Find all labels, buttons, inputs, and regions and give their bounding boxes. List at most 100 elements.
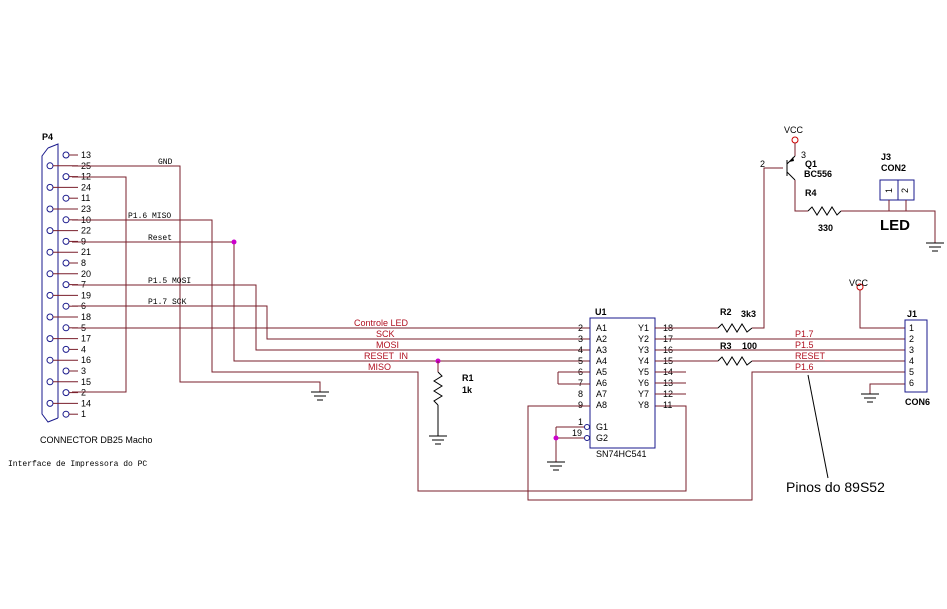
net-miso: MISO	[368, 362, 391, 372]
j1-vcc: VCC	[849, 278, 869, 288]
r3-ref: R3	[720, 341, 732, 351]
net-p16-miso: P1.6 MISO	[128, 212, 171, 221]
net-p15: P1.5	[795, 340, 814, 350]
r4-value: 330	[818, 223, 833, 233]
net-reset-in: RESET_IN	[364, 351, 408, 361]
wire-reset	[72, 241, 590, 362]
u1-a-pin-number: 4	[578, 345, 583, 355]
db25-pin-16	[46, 356, 54, 364]
u1-y-pin-name: Y4	[638, 356, 649, 366]
q1-pin-emitter: 3	[801, 150, 806, 160]
db25-pin-number: 16	[81, 355, 91, 365]
resistor-r1: R1 1k	[429, 361, 474, 445]
db25-pin-6	[62, 302, 70, 310]
db25-pin-number: 15	[81, 377, 91, 387]
db25-pin-24	[46, 183, 54, 191]
db25-pin-number: 17	[81, 334, 91, 344]
db25-pin-number: 4	[81, 344, 86, 354]
u1-a-pin-number: 5	[578, 356, 583, 366]
db25-pin-25	[46, 162, 54, 170]
q1-pin-base: 2	[760, 159, 765, 169]
net-p17: P1.7	[795, 329, 814, 339]
j3-pin-1: 1	[884, 188, 894, 193]
j3-ref: J3	[881, 152, 891, 162]
u1-y-pin-name: Y1	[638, 323, 649, 333]
u1-y-pin-name: Y3	[638, 345, 649, 355]
u1-g-pin-number: 19	[572, 428, 582, 438]
u1-a-pin-number: 9	[578, 400, 583, 410]
j1-pin-number: 1	[909, 323, 914, 333]
u1-ref: U1	[595, 307, 607, 317]
u1-a-pin-name: A2	[596, 334, 607, 344]
net-controle-led: Controle LED	[354, 318, 409, 328]
db25-pin-3	[62, 367, 70, 375]
q1-ref: Q1	[805, 159, 817, 169]
net-reset: Reset	[148, 234, 172, 243]
p4-ref: P4	[42, 132, 53, 142]
r1-value: 1k	[462, 385, 473, 395]
u1-y-pin-name: Y5	[638, 367, 649, 377]
j1-pin-number: 6	[909, 378, 914, 388]
u1-y-pin-name: Y7	[638, 389, 649, 399]
resistor-r3-body	[717, 356, 753, 366]
net-mosi: MOSI	[376, 340, 399, 350]
u1-a-pin-name: A7	[596, 389, 607, 399]
led-label: LED	[880, 217, 910, 234]
transistor-q1: VCC 3 2 Q1 BC556 R4 330	[760, 125, 944, 252]
net-gnd: GND	[158, 158, 173, 167]
u1-a-pin-number: 8	[578, 389, 583, 399]
db25-pin-number: 2	[81, 388, 86, 398]
ground-symbol-1	[311, 391, 329, 401]
j1-pin-number: 4	[909, 356, 914, 366]
u1-part: SN74HC541	[596, 449, 647, 459]
net-p16: P1.6	[795, 362, 814, 372]
db25-pin-9	[62, 237, 70, 245]
net-reset-right: RESET_	[795, 351, 831, 361]
u1-a-pin-name: A8	[596, 400, 607, 410]
j1-body	[904, 319, 928, 393]
db25-pin-14	[46, 399, 54, 407]
db25-pin-5	[62, 324, 70, 332]
u1-a-pin-name: A4	[596, 356, 607, 366]
r4-ref: R4	[805, 188, 817, 198]
db25-pin-7	[62, 281, 70, 289]
db25-pin-12	[62, 173, 70, 181]
u1-y-pin-number: 11	[663, 400, 672, 410]
db25-pin-21	[46, 248, 54, 256]
q1-vcc: VCC	[784, 125, 804, 135]
j3-pin-2: 2	[900, 188, 910, 193]
db25-pin-13	[62, 151, 70, 159]
j1-pin-number: 3	[909, 345, 914, 355]
db25-pin-number: 22	[81, 226, 91, 236]
wire-sck	[72, 305, 590, 340]
db25-pin-number: 8	[81, 258, 86, 268]
vcc-j1-symbol	[856, 283, 864, 291]
r2-value: 3k3	[741, 309, 756, 319]
u1-a-pin-name: A6	[596, 378, 607, 388]
u1-a-pin-number: 2	[578, 323, 583, 333]
db25-pin-23	[46, 205, 54, 213]
u1-g-pin-number: 1	[578, 417, 583, 427]
connector-j3: J3 CON2 1 2 LED	[879, 152, 915, 234]
p4-connector-name: CONNECTOR DB25 Macho	[40, 435, 152, 445]
db25-pin-22	[46, 227, 54, 235]
u1-a-pin-number: 3	[578, 334, 583, 344]
db25-pin-19	[46, 291, 54, 299]
db25-pin-2	[62, 389, 70, 397]
u1-a-pin-name: A3	[596, 345, 607, 355]
net-p15-mosi: P1.5 MOSI	[148, 277, 191, 286]
u1-a-pin-name: A1	[596, 323, 607, 333]
u1-y-pin-name: Y6	[638, 378, 649, 388]
junction-reset	[231, 239, 237, 245]
vcc-q1-symbol	[791, 136, 799, 144]
db25-pin-1	[62, 410, 70, 418]
db25-pin-number: 18	[81, 312, 91, 322]
u1-g-pin-name: G2	[596, 433, 608, 443]
db25-pin-17	[46, 335, 54, 343]
db25-pin-10	[62, 216, 70, 224]
u1-a-pin-name: A5	[596, 367, 607, 377]
pinos-label: Pinos do 89S52	[786, 479, 885, 495]
